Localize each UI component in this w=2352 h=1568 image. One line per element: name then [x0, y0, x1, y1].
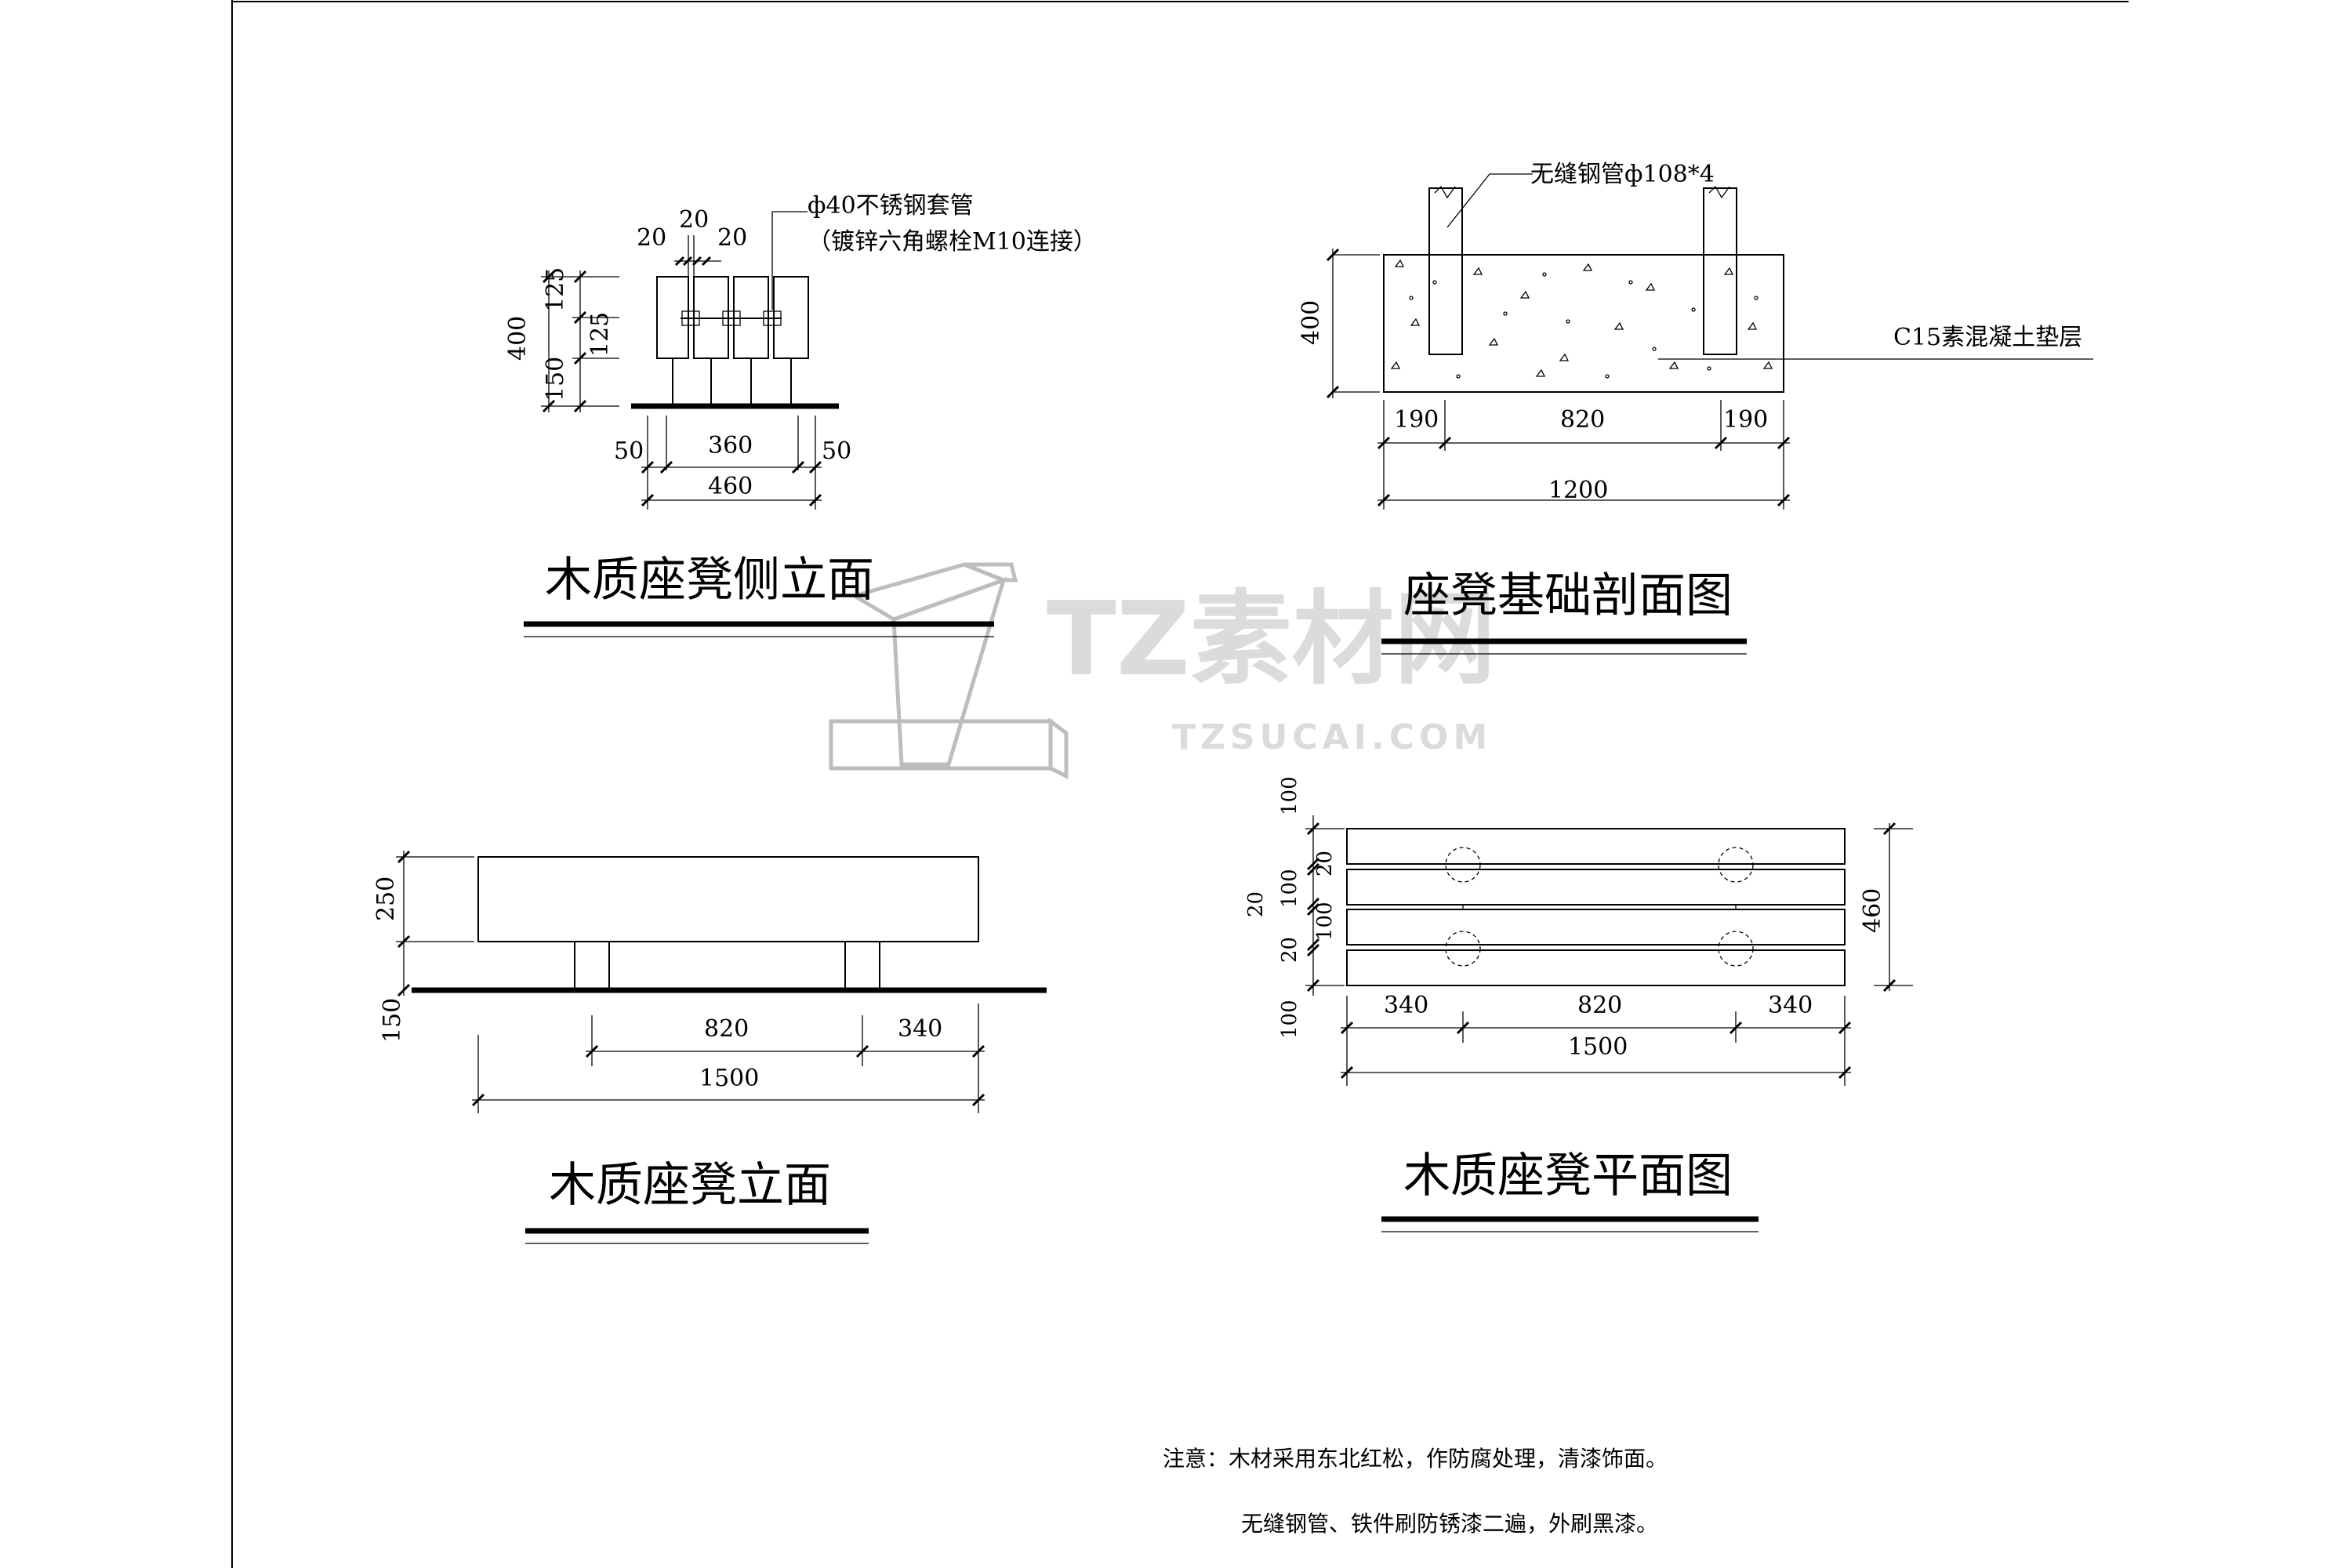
- plan-slat-4: [1346, 949, 1846, 986]
- foundation-pipe-label: 无缝钢管ф108*4: [1530, 161, 1715, 188]
- watermark: TZ素材网 TZSUCAI.COM: [829, 562, 1496, 780]
- pipe-sleeve-1: [681, 310, 700, 326]
- dim-foundation-190-right: 190: [1723, 406, 1768, 434]
- note-line-2: 无缝钢管、铁件刷防锈漆二遍，外刷黑漆。: [1241, 1511, 1658, 1537]
- front-elevation-title: 木质座凳立面: [549, 1158, 831, 1213]
- plan-pipe-circle-2: [1718, 847, 1754, 883]
- dim-front-820: 820: [704, 1015, 749, 1043]
- foundation-section-view: 无缝钢管ф108*4 C15素混凝土垫层 400 190 820 190 120…: [1298, 161, 2093, 655]
- dim-front-150: 150: [379, 998, 406, 1043]
- pipe-sleeve-3: [763, 310, 782, 326]
- watermark-domain: TZSUCAI.COM: [1172, 717, 1492, 757]
- dim-side-125-a: 125: [542, 267, 569, 312]
- front-elevation-view: 250 150 820 340 1500 木质座凳立面: [372, 850, 1047, 1244]
- plan-view-title: 木质座凳平面图: [1403, 1149, 1733, 1203]
- dim-plan-1500: 1500: [1568, 1033, 1628, 1061]
- dim-side-20-mid: 20: [679, 206, 709, 234]
- pipe-sleeve-2: [722, 310, 741, 326]
- dim-plan-100-top: 100: [1278, 776, 1301, 815]
- dim-side-20-right: 20: [717, 224, 747, 252]
- dim-plan-20-b: 20: [1244, 891, 1268, 917]
- dim-plan-100-c: 100: [1313, 902, 1337, 941]
- dim-side-150: 150: [542, 357, 569, 401]
- plan-pipe-circle-4: [1718, 931, 1754, 967]
- dim-plan-20-a: 20: [1313, 851, 1337, 877]
- side-callout-pipe: ф40不锈钢套管: [808, 192, 974, 220]
- dim-side-50-right: 50: [822, 437, 851, 465]
- plan-slat-1: [1346, 828, 1846, 865]
- dim-plan-340-right: 340: [1768, 992, 1813, 1019]
- dim-plan-20-c: 20: [1278, 937, 1301, 963]
- dim-side-360: 360: [708, 432, 753, 459]
- concrete-pad: [1383, 254, 1784, 393]
- bench-seat-front: [477, 856, 979, 942]
- dim-plan-460: 460: [1859, 888, 1886, 933]
- dim-front-250: 250: [372, 877, 400, 921]
- dim-side-125-b: 125: [586, 312, 614, 357]
- dim-side-50-left: 50: [614, 437, 644, 465]
- plan-slat-3: [1346, 909, 1846, 946]
- note-line-1: 注意：木材采用东北红松，作防腐处理，清漆饰面。: [1163, 1446, 1668, 1472]
- dim-plan-340-left: 340: [1384, 992, 1428, 1019]
- side-elevation-title: 木质座凳侧立面: [545, 553, 874, 608]
- plan-pipe-circle-1: [1445, 847, 1481, 883]
- dim-front-340: 340: [898, 1015, 942, 1043]
- dim-foundation-820: 820: [1560, 406, 1605, 434]
- dim-front-1500: 1500: [699, 1065, 759, 1092]
- foundation-section-title: 座凳基础剖面图: [1403, 568, 1733, 623]
- dim-side-460: 460: [708, 473, 753, 500]
- side-elevation-view: 20 20 20 ф40不锈钢套管 （镀锌六角螺栓M10连接） 400 125 …: [504, 192, 1097, 637]
- notes: 注意：木材采用东北红松，作防腐处理，清漆饰面。 无缝钢管、铁件刷防锈漆二遍，外刷…: [1163, 1446, 1668, 1537]
- side-callout-bolt: （镀锌六角螺栓M10连接）: [808, 228, 1097, 256]
- watermark-logo-icon: [829, 562, 1069, 780]
- dim-side-400: 400: [504, 316, 532, 361]
- steel-pipe-left: [1428, 187, 1463, 355]
- steel-pipe-right: [1703, 187, 1737, 355]
- plan-slat-2: [1346, 869, 1846, 906]
- plan-pipe-circle-3: [1445, 931, 1481, 967]
- dim-plan-100-b: 100: [1278, 869, 1301, 908]
- plan-view: 100 20 100 20 100 20 100 460 340 820 340…: [1244, 776, 1913, 1232]
- concrete-hatch: [1390, 259, 1773, 379]
- dim-plan-820: 820: [1577, 992, 1622, 1019]
- foundation-concrete-label: C15素混凝土垫层: [1893, 324, 2082, 351]
- bench-leg-right: [844, 941, 880, 991]
- dim-foundation-190-left: 190: [1394, 406, 1439, 434]
- dim-foundation-400: 400: [1298, 300, 1325, 345]
- dim-foundation-1200: 1200: [1548, 477, 1608, 504]
- dim-side-20-left: 20: [637, 224, 666, 252]
- bench-leg-left: [574, 941, 610, 991]
- dim-plan-100-bottom: 100: [1278, 1000, 1301, 1039]
